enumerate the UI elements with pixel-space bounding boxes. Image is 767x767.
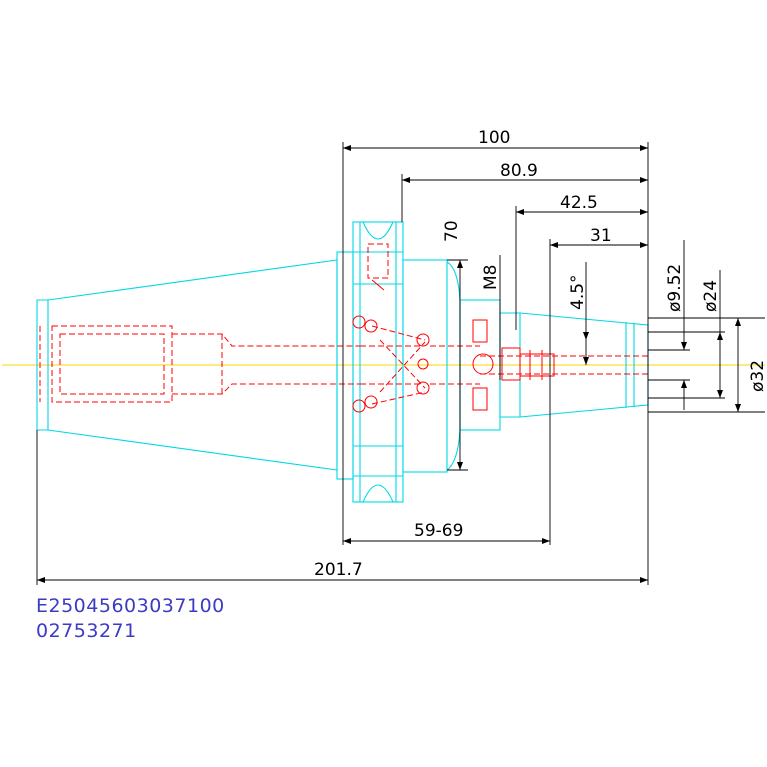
dimension-lines [36,142,765,585]
dim-100: 100 [478,128,510,148]
hidden-features [39,243,648,413]
part-code-2: 02753271 [36,620,137,642]
dim-59-69: 59-69 [414,521,463,541]
part-code-1: E25045603037100 [36,595,225,617]
dim-201-7: 201.7 [314,560,363,580]
dim-dia-9-52: ø9.52 [665,264,685,312]
arrowheads [37,145,741,583]
dim-angle: 4.5° [568,274,588,310]
dim-31: 31 [590,226,612,246]
dim-42-5: 42.5 [560,193,598,213]
dim-70: 70 [442,220,462,242]
dim-80-9: 80.9 [500,161,538,181]
dim-dia-24: ø24 [701,280,721,312]
dim-m8: M8 [481,265,501,290]
dim-dia-32: ø32 [748,360,767,392]
holder-outline [36,221,649,503]
